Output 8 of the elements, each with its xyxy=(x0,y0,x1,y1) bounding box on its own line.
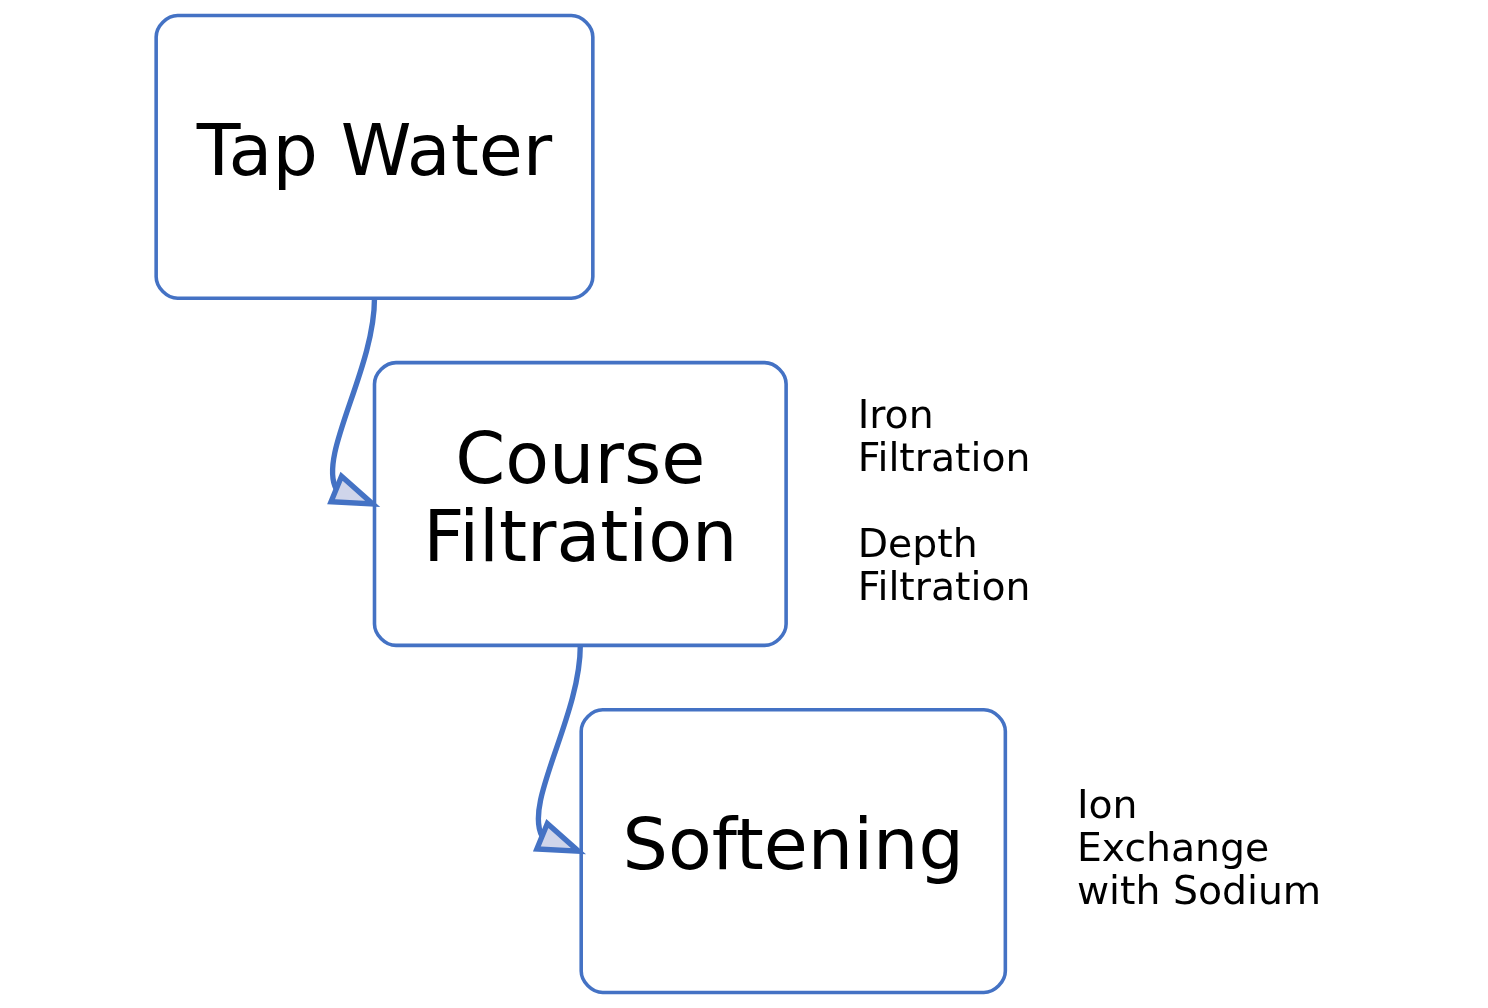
arrow xyxy=(532,645,586,855)
node-label: Iron Filtration xyxy=(857,391,1030,481)
node-label: Ion Exchange with Sodium xyxy=(1076,781,1321,914)
arrow xyxy=(326,298,380,508)
node-box: Course Filtration xyxy=(372,360,788,648)
node-label: Depth Filtration xyxy=(857,519,1030,609)
node-box: Softening xyxy=(578,708,1007,995)
node-box: Tap Water xyxy=(153,13,595,300)
